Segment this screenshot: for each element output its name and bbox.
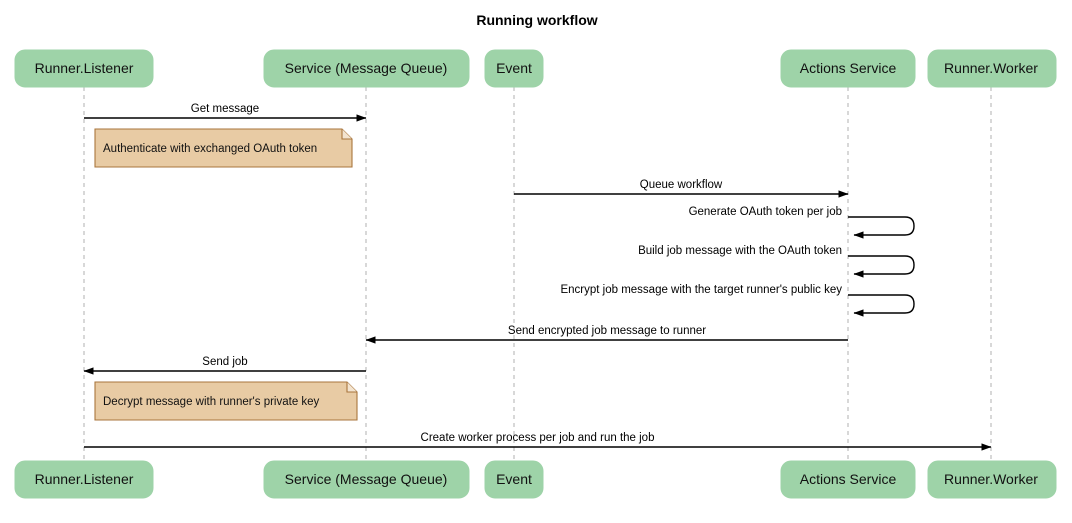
- message-label-queue-workflow: Queue workflow: [640, 179, 723, 191]
- note-fold-corner-icon: [346, 382, 357, 393]
- participant-label-actions-service: Actions Service: [800, 60, 897, 76]
- message-get-message[interactable]: Get message: [84, 103, 367, 122]
- participant-label-runner-worker: Runner.Worker: [944, 60, 1038, 76]
- message-build-job-message-with-the-oauth-token[interactable]: Build job message with the OAuth token: [638, 245, 915, 278]
- participant-label-service-message-queue: Service (Message Queue): [285, 471, 448, 487]
- participant-box-runner-listener[interactable]: [14, 460, 154, 499]
- participant-service-message-queue-bottom[interactable]: Service (Message Queue): [263, 460, 470, 499]
- message-loop-path-build-job-message-with-the-oauth-token: [848, 255, 915, 278]
- participant-label-runner-listener: Runner.Listener: [35, 471, 134, 487]
- message-generate-oauth-token-per-job[interactable]: Generate OAuth token per job: [689, 206, 915, 239]
- participant-label-event: Event: [496, 60, 532, 76]
- participant-label-runner-listener: Runner.Listener: [35, 60, 134, 76]
- message-create-worker-process-per-job-and-run-the-job[interactable]: Create worker process per job and run th…: [84, 432, 992, 451]
- participant-runner-worker-bottom[interactable]: Runner.Worker: [927, 460, 1057, 499]
- message-label-send-encrypted-job-message-to-runner: Send encrypted job message to runner: [508, 325, 706, 337]
- participant-runner-worker-top[interactable]: Runner.Worker: [927, 49, 1057, 88]
- message-label-get-message: Get message: [191, 103, 259, 115]
- participant-label-runner-worker: Runner.Worker: [944, 471, 1038, 487]
- message-loop-path-encrypt-job-message-with-the-target-runners-public-key: [848, 294, 915, 317]
- message-queue-workflow[interactable]: Queue workflow: [514, 179, 849, 198]
- participants-bottom-group: Runner.Listener Service (Message Queue) Ev…: [14, 460, 1057, 499]
- participant-event-bottom[interactable]: Event: [484, 460, 544, 499]
- participant-box-runner-worker[interactable]: [927, 49, 1057, 88]
- note-decrypt-message-with-runners-private-key: Decrypt message with runner's private ke…: [94, 381, 358, 421]
- message-encrypt-job-message-with-the-target-runners-public-key[interactable]: Encrypt job message with the target runn…: [560, 284, 915, 317]
- participant-label-event: Event: [496, 471, 532, 487]
- participant-box-event[interactable]: [484, 49, 544, 88]
- participant-box-runner-listener[interactable]: [14, 49, 154, 88]
- note-label-authenticate-with-exchanged-oauth-token: Authenticate with exchanged OAuth token: [103, 143, 317, 155]
- participant-event-top[interactable]: Event: [484, 49, 544, 88]
- note-fold-corner-icon: [341, 129, 352, 140]
- participant-label-service-message-queue: Service (Message Queue): [285, 60, 448, 76]
- participant-box-service-message-queue[interactable]: [263, 460, 470, 499]
- participant-actions-service-bottom[interactable]: Actions Service: [780, 460, 916, 499]
- notes-group: Authenticate with exchanged OAuth tokenD…: [94, 128, 358, 421]
- participant-box-event[interactable]: [484, 460, 544, 499]
- participants-top-group: Runner.Listener Service (Message Queue) Ev…: [14, 49, 1057, 88]
- message-label-generate-oauth-token-per-job: Generate OAuth token per job: [689, 206, 842, 218]
- participant-runner-listener-bottom[interactable]: Runner.Listener: [14, 460, 154, 499]
- participant-box-actions-service[interactable]: [780, 49, 916, 88]
- page-title: Running workflow: [476, 12, 597, 28]
- lifelines-group: [83, 87, 992, 461]
- participant-box-runner-worker[interactable]: [927, 460, 1057, 499]
- message-label-encrypt-job-message-with-the-target-runners-public-key: Encrypt job message with the target runn…: [560, 284, 842, 296]
- message-label-create-worker-process-per-job-and-run-the-job: Create worker process per job and run th…: [421, 432, 655, 444]
- participant-box-service-message-queue[interactable]: [263, 49, 470, 88]
- note-body-decrypt-message-with-runners-private-key: [94, 381, 358, 421]
- participant-box-actions-service[interactable]: [780, 460, 916, 499]
- note-authenticate-with-exchanged-oauth-token: Authenticate with exchanged OAuth token: [94, 128, 353, 168]
- message-label-send-job: Send job: [202, 356, 247, 368]
- participant-label-actions-service: Actions Service: [800, 471, 897, 487]
- participant-service-message-queue-top[interactable]: Service (Message Queue): [263, 49, 470, 88]
- message-send-job[interactable]: Send job: [83, 356, 366, 375]
- note-body-authenticate-with-exchanged-oauth-token: [94, 128, 353, 168]
- message-loop-path-generate-oauth-token-per-job: [848, 216, 915, 239]
- message-label-build-job-message-with-the-oauth-token: Build job message with the OAuth token: [638, 245, 842, 257]
- message-send-encrypted-job-message-to-runner[interactable]: Send encrypted job message to runner: [365, 325, 848, 344]
- note-label-decrypt-message-with-runners-private-key: Decrypt message with runner's private ke…: [103, 396, 320, 408]
- participant-runner-listener-top[interactable]: Runner.Listener: [14, 49, 154, 88]
- participant-actions-service-top[interactable]: Actions Service: [780, 49, 916, 88]
